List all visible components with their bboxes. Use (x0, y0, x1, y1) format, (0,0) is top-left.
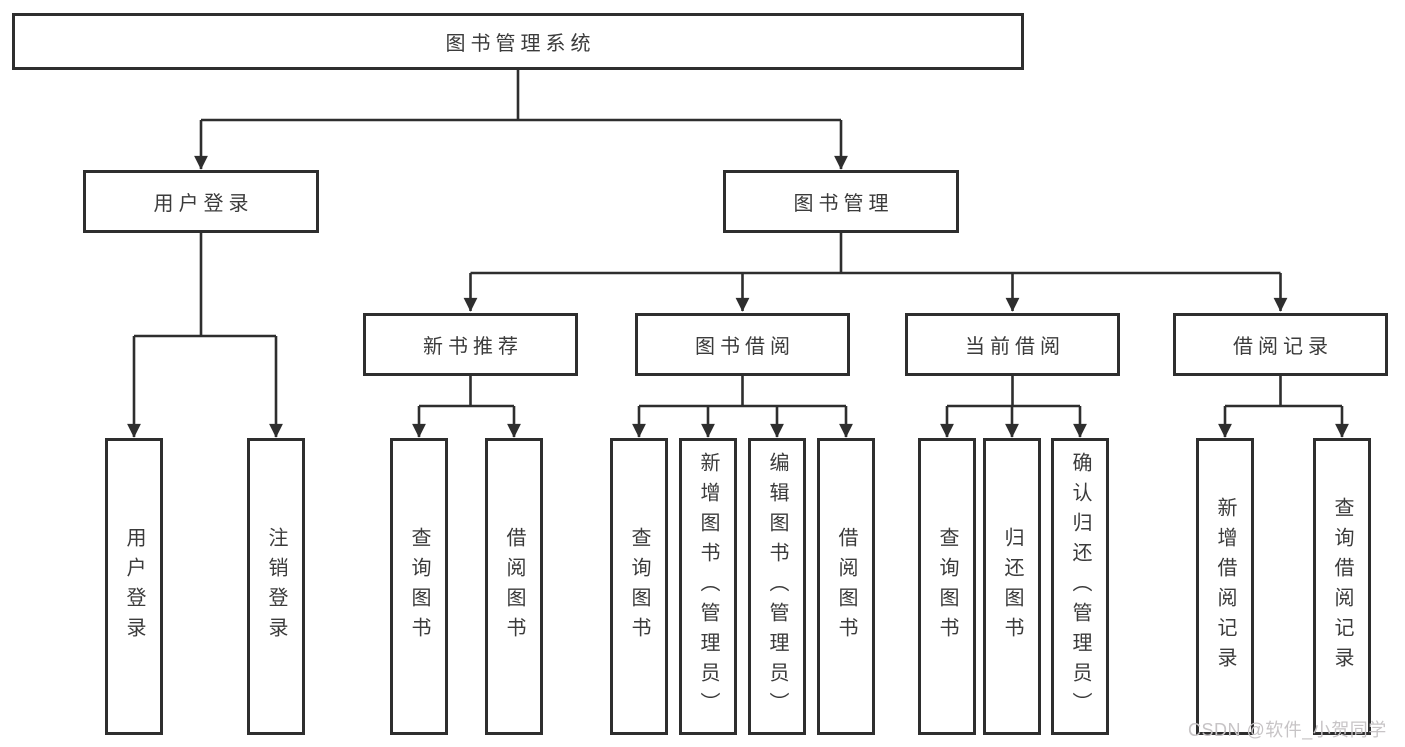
leaf-add-book-admin: 新增图书（管理员） (679, 438, 737, 735)
node-label: 用户登录 (153, 193, 254, 215)
leaf-add-borrow-record: 新增借阅记录 (1196, 438, 1254, 735)
node-label: 新书推荐 (423, 336, 523, 358)
leaf-label: 注销登录 (265, 526, 287, 647)
node-label: 图书借阅 (695, 336, 795, 358)
leaf-label: 确认归还（管理员） (1069, 451, 1091, 722)
leaf-label: 新增图书（管理员） (697, 451, 719, 722)
node-label: 借阅记录 (1233, 336, 1333, 358)
node-label: 图书管理系统 (445, 33, 596, 55)
node-current-borrowing: 当前借阅 (905, 313, 1120, 376)
leaf-label: 借阅图书 (503, 526, 525, 647)
node-library-management-system: 图书管理系统 (12, 13, 1024, 70)
leaf-label: 编辑图书（管理员） (766, 451, 788, 722)
leaf-confirm-return-admin: 确认归还（管理员） (1051, 438, 1109, 735)
node-label: 当前借阅 (965, 336, 1065, 358)
leaf-query-books: 查询图书 (390, 438, 448, 735)
leaf-label: 查询图书 (936, 526, 958, 647)
leaf-query-borrow-record: 查询借阅记录 (1313, 438, 1371, 735)
leaf-borrow-books: 借阅图书 (817, 438, 875, 735)
leaf-label: 用户登录 (123, 526, 145, 647)
node-new-book-recommendation: 新书推荐 (363, 313, 578, 376)
leaf-label: 查询图书 (408, 526, 430, 647)
node-label: 图书管理 (793, 193, 894, 215)
leaf-label: 新增借阅记录 (1214, 496, 1236, 677)
leaf-label: 查询图书 (628, 526, 650, 647)
leaf-label: 查询借阅记录 (1331, 496, 1353, 677)
node-borrowing-records: 借阅记录 (1173, 313, 1388, 376)
leaf-label: 归还图书 (1001, 526, 1023, 647)
leaf-logout: 注销登录 (247, 438, 305, 735)
node-book-management: 图书管理 (723, 170, 959, 233)
leaf-edit-book-admin: 编辑图书（管理员） (748, 438, 806, 735)
leaf-user-login: 用户登录 (105, 438, 163, 735)
leaf-query-books: 查询图书 (610, 438, 668, 735)
leaf-return-books: 归还图书 (983, 438, 1041, 735)
leaf-borrow-books: 借阅图书 (485, 438, 543, 735)
leaf-query-books: 查询图书 (918, 438, 976, 735)
watermark: CSDN @软件_小贺同学 (1188, 720, 1387, 740)
node-book-borrowing: 图书借阅 (635, 313, 850, 376)
leaf-label: 借阅图书 (835, 526, 857, 647)
node-user-login: 用户登录 (83, 170, 319, 233)
